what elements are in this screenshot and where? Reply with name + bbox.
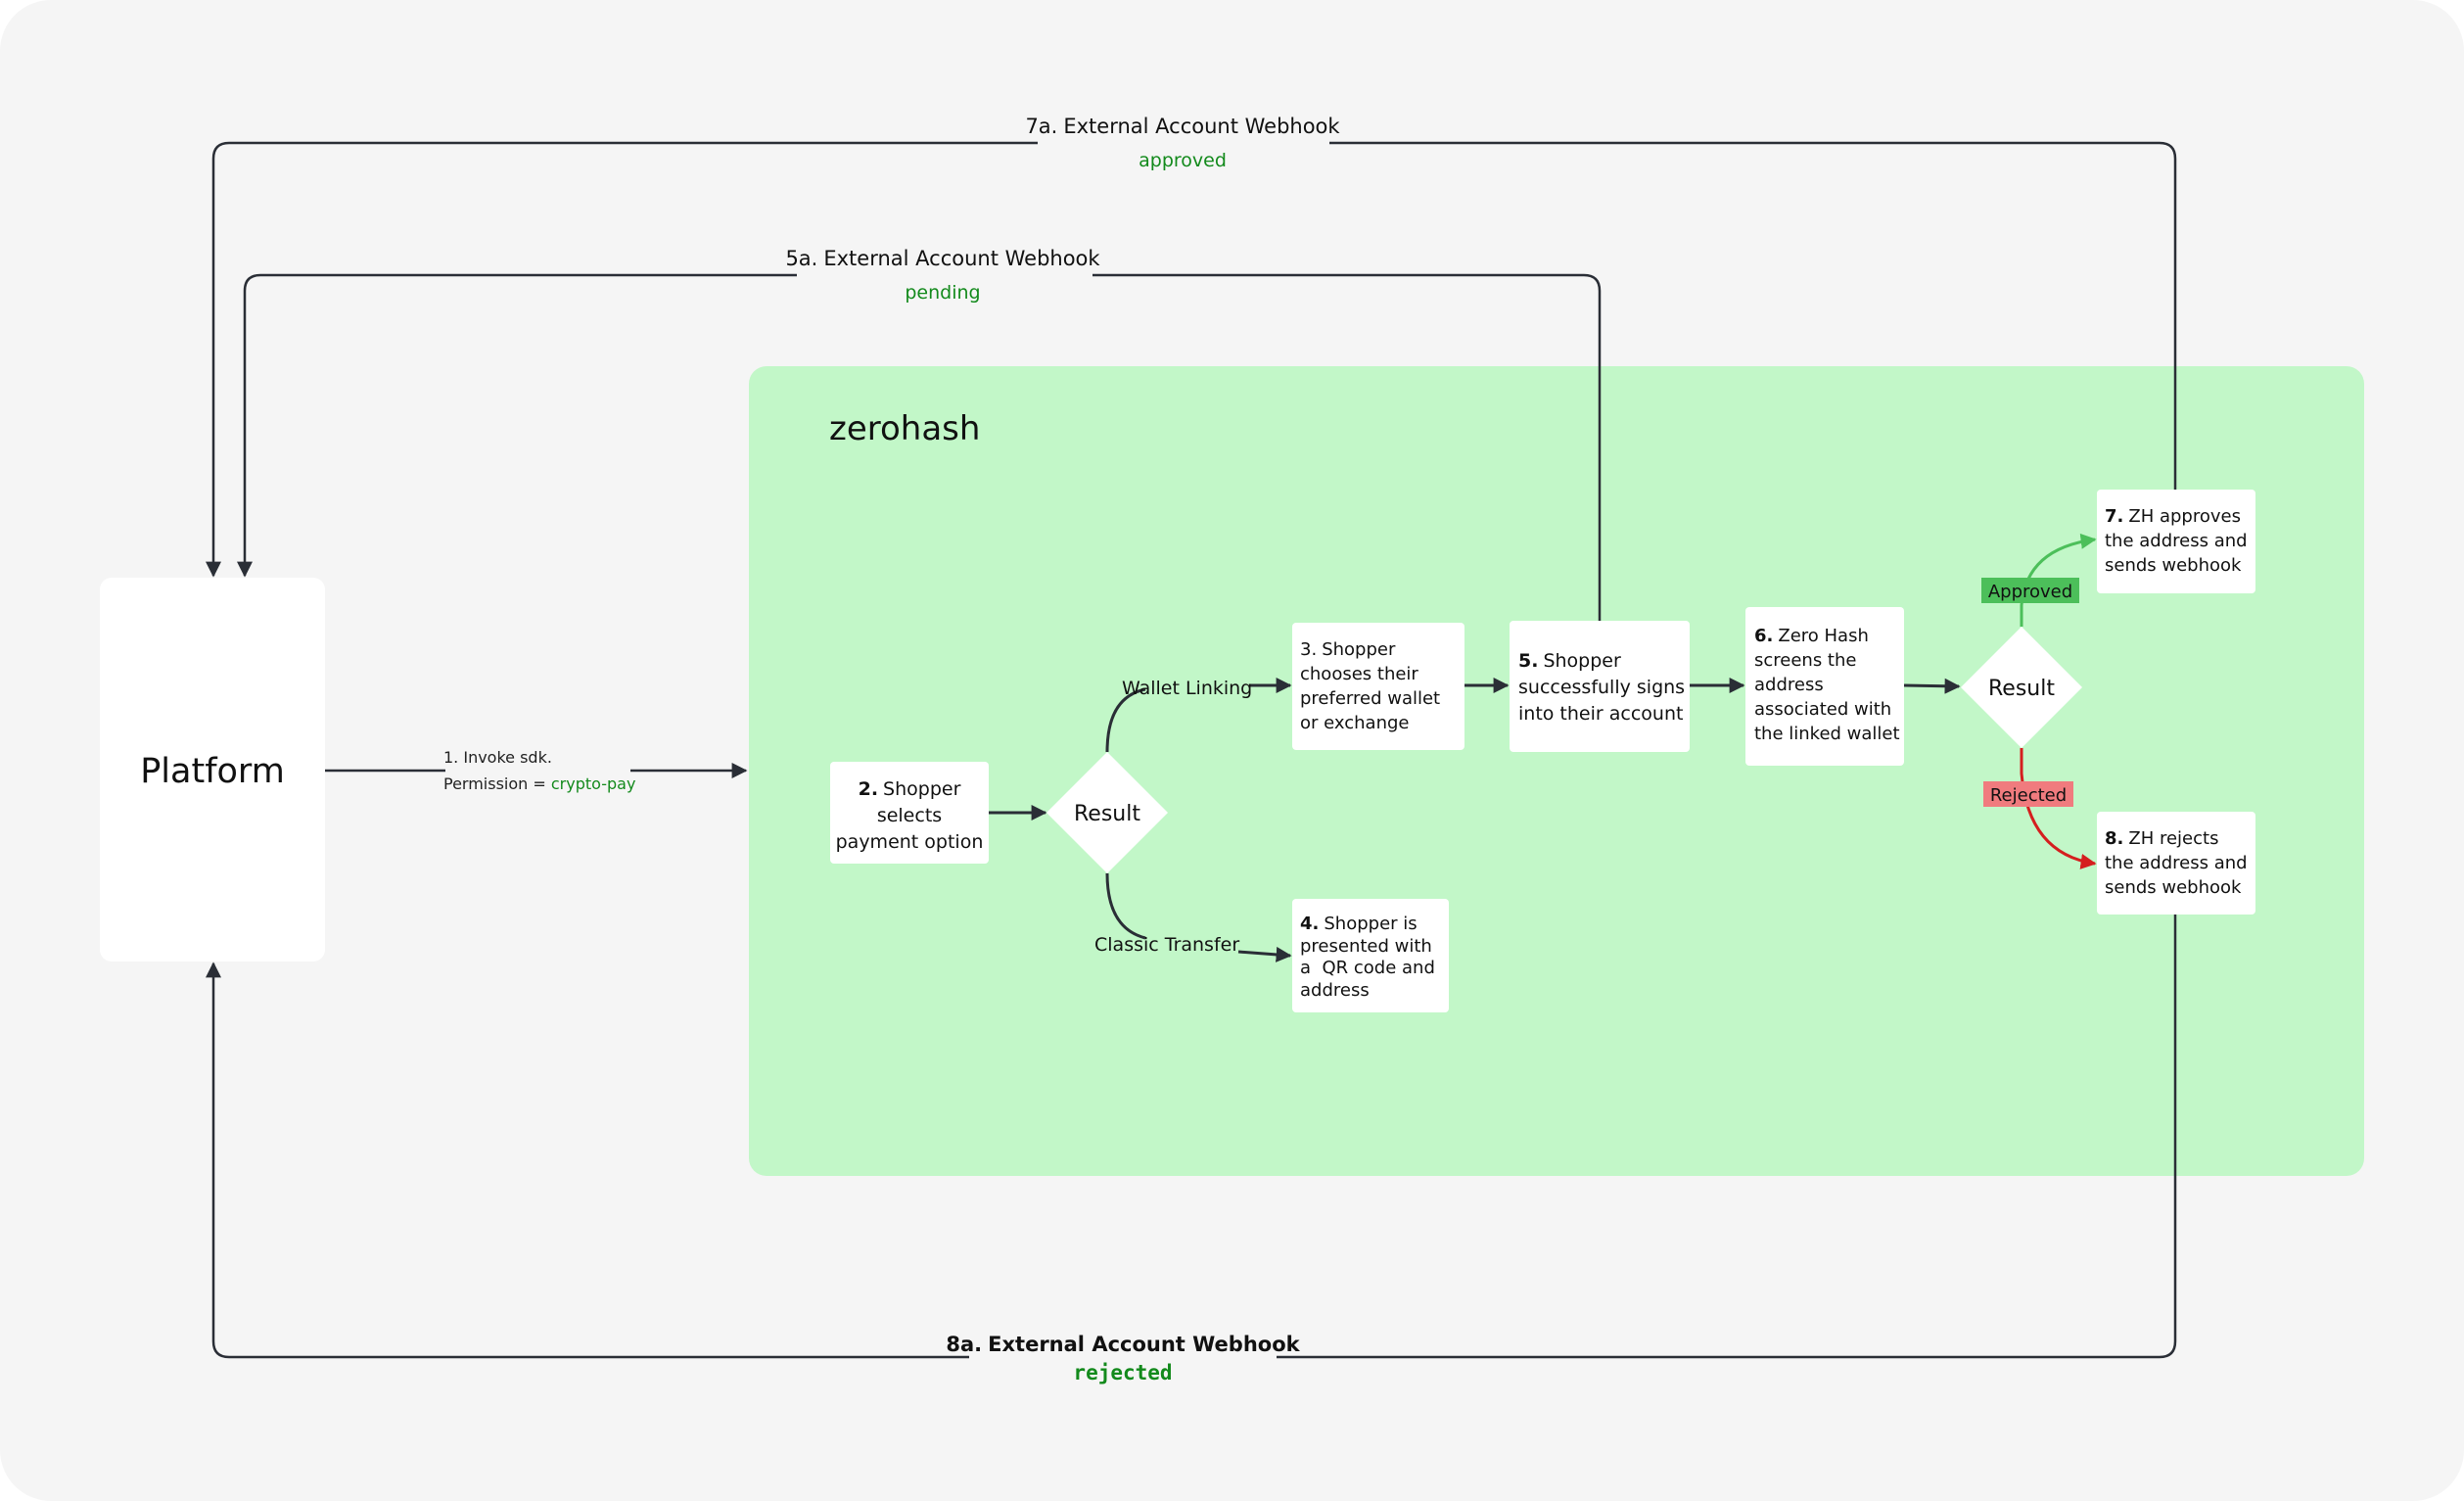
rejected-arrow xyxy=(2020,748,2097,869)
step7-text: 7.ZH approves xyxy=(2105,506,2241,527)
webhook-8a-line xyxy=(213,915,2177,1359)
step5-text-line3: into their account xyxy=(1518,703,1683,725)
webhook-7a-line xyxy=(213,141,2177,576)
step8-text: 8.ZH rejects xyxy=(2105,828,2218,849)
step3-box xyxy=(1292,623,1464,750)
step4-text-line3: a QR code and xyxy=(1300,958,1435,978)
rejected-badge xyxy=(1983,781,2073,807)
crypto-pay-value: crypto-pay xyxy=(551,774,636,793)
webhook-5a-title: 5a.External Account Webhook xyxy=(785,247,1100,270)
webhook-7a-status: approved xyxy=(1139,150,1227,171)
approved-badge-label: Approved xyxy=(1988,582,2072,602)
step4-box xyxy=(1292,899,1449,1012)
step2-box xyxy=(830,762,989,864)
platform-box xyxy=(100,578,325,962)
step3-text: 3.Shopper xyxy=(1300,639,1396,660)
webhook-5a-status: pending xyxy=(905,282,980,304)
step2-text: 2.Shopper xyxy=(859,778,961,800)
result-decision-1-label: Result xyxy=(1074,802,1140,826)
zerohash-zone xyxy=(749,366,2364,1176)
step4-text: 4.Shopper is xyxy=(1300,914,1418,934)
step4-text-line2: presented with xyxy=(1300,936,1432,957)
step6-text-line4: associated with xyxy=(1754,699,1891,720)
step3-text-line4: or exchange xyxy=(1300,713,1409,733)
step8-box xyxy=(2097,812,2255,915)
invoke-sdk-label: 1. Invoke sdk. xyxy=(443,748,552,767)
step5-box xyxy=(1510,621,1690,752)
step6-text: 6.Zero Hash xyxy=(1754,626,1869,646)
step8-text-line2: the address and xyxy=(2105,853,2248,873)
result-decision-1 xyxy=(1046,752,1168,873)
approved-badge xyxy=(1981,578,2079,603)
step7-text-line3: sends webhook xyxy=(2105,555,2242,576)
step4-text-line4: address xyxy=(1300,980,1370,1001)
step6-text-line5: the linked wallet xyxy=(1754,724,1900,744)
wallet-linking-arrow xyxy=(1105,685,1290,753)
step3-text-line3: preferred wallet xyxy=(1300,688,1440,709)
rejected-badge-label: Rejected xyxy=(1990,785,2067,806)
step7-text-line2: the address and xyxy=(2105,531,2248,551)
classic-transfer-arrow xyxy=(1105,872,1290,956)
result-decision-2 xyxy=(1961,627,2082,748)
step5-text: 5.Shopper xyxy=(1518,650,1621,672)
classic-transfer-label: Classic Transfer xyxy=(1094,934,1239,956)
webhook-5a-line xyxy=(245,273,1602,621)
invoke-permission-label: Permission = crypto-pay xyxy=(443,774,635,793)
step6-text-line2: screens the xyxy=(1754,650,1856,671)
wallet-linking-label: Wallet Linking xyxy=(1122,678,1252,699)
step3-text-line2: chooses their xyxy=(1300,664,1418,684)
step7-box xyxy=(2097,490,2255,593)
step5-text-line2: successfully signs xyxy=(1518,677,1685,698)
platform-label: Platform xyxy=(140,752,285,791)
zerohash-label: zerohash xyxy=(829,409,980,448)
webhook-8a-title: 8a.External Account Webhook xyxy=(946,1333,1300,1356)
step2-text-line2: selects xyxy=(877,805,942,826)
webhook-8a-status: rejected xyxy=(1073,1361,1172,1384)
step6-text-line3: address xyxy=(1754,675,1824,695)
webhook-7a-title: 7a.External Account Webhook xyxy=(1025,115,1340,138)
step6-to-result2-arrow xyxy=(1903,678,1961,694)
result-decision-2-label: Result xyxy=(1988,677,2055,701)
step6-box xyxy=(1745,607,1904,766)
step8-text-line3: sends webhook xyxy=(2105,877,2242,898)
step2-text-line3: payment option xyxy=(836,831,984,853)
